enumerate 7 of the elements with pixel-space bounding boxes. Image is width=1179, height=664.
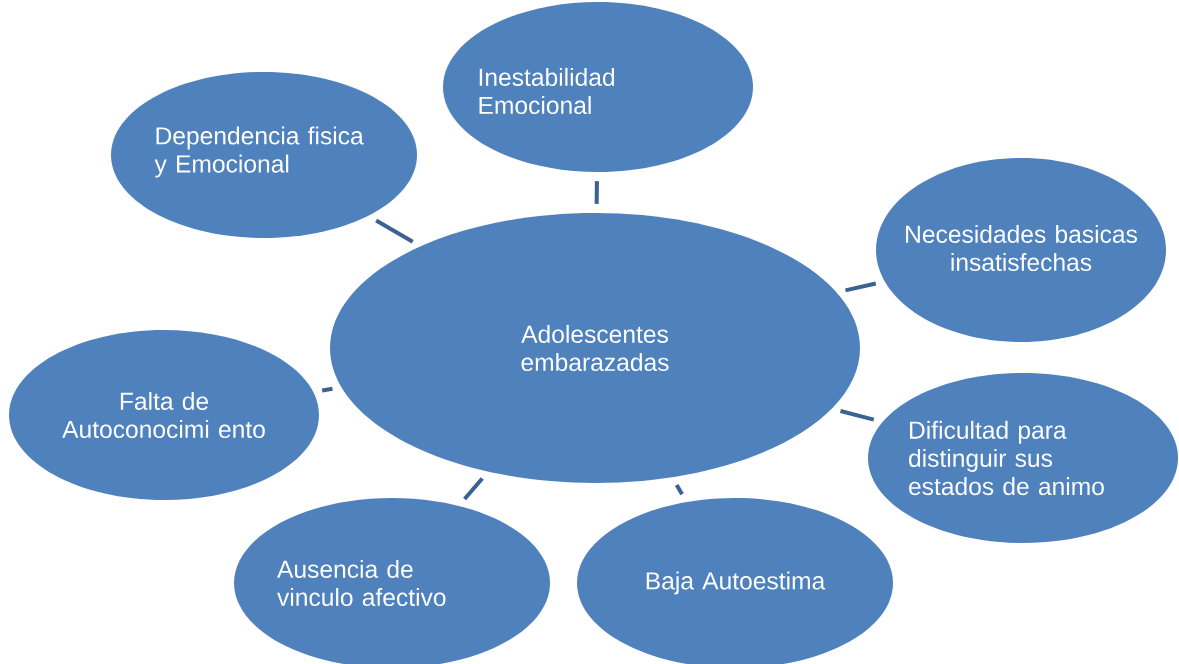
connector-line xyxy=(321,386,333,393)
connector-line xyxy=(839,409,875,422)
connector-line xyxy=(375,218,414,244)
connector-line xyxy=(845,281,877,293)
connector-line xyxy=(674,484,684,496)
connector-line xyxy=(463,477,484,501)
connector-line xyxy=(594,181,599,204)
